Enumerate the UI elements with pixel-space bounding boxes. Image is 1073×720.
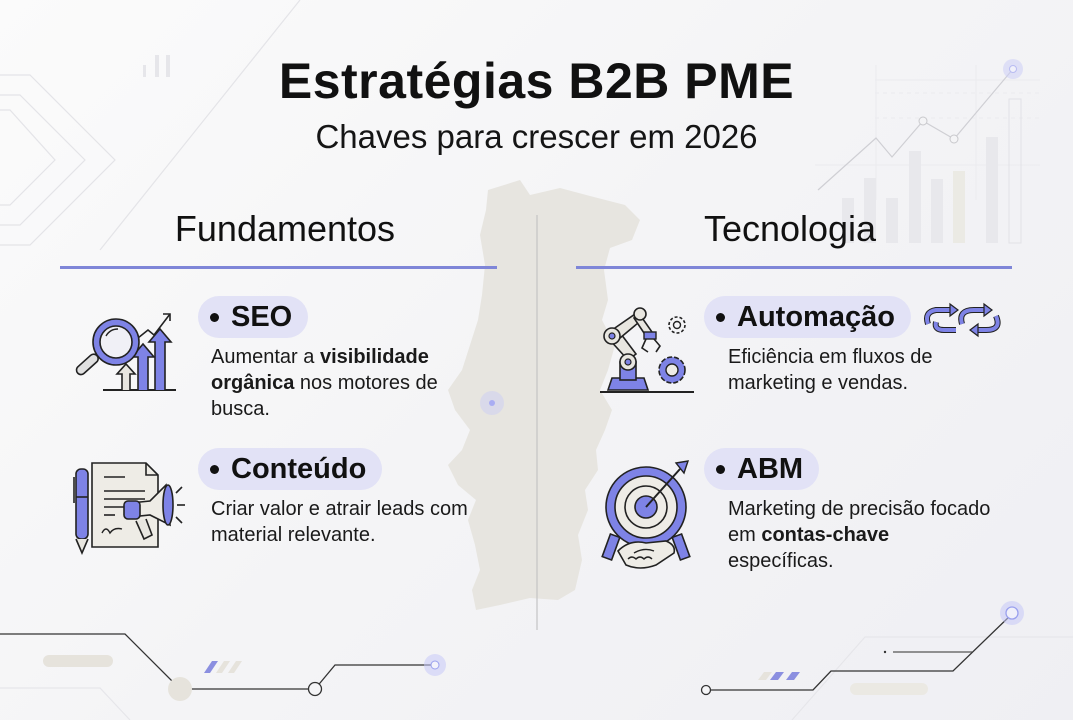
automacao-label: Automação bbox=[737, 300, 895, 333]
desc-text: Eficiência em fluxos de marketing e vend… bbox=[728, 346, 933, 394]
heading-rule-right bbox=[576, 266, 1012, 269]
conteudo-label-pill: Conteúdo bbox=[198, 448, 383, 490]
content-document-megaphone-icon bbox=[70, 455, 190, 560]
bullet-icon bbox=[210, 464, 219, 474]
automacao-label-pill: Automação bbox=[704, 296, 911, 338]
abm-description: Marketing de precisão focado em contas-c… bbox=[728, 496, 998, 574]
seo-magnifier-growth-icon bbox=[70, 302, 180, 402]
page-title: Estratégias B2B PME bbox=[278, 53, 795, 109]
seo-label-pill: SEO bbox=[198, 296, 309, 338]
heading-rule-left bbox=[60, 266, 497, 269]
column-heading-fundamentos: Fundamentos bbox=[174, 208, 396, 249]
portugal-map-silhouette bbox=[448, 180, 640, 610]
desc-text: Criar valor e atrair leads com material … bbox=[211, 498, 468, 546]
circuit-decoration-left bbox=[0, 633, 446, 720]
abm-label: ABM bbox=[737, 452, 804, 485]
bars-decoration-icon bbox=[143, 55, 170, 77]
bullet-icon bbox=[716, 464, 725, 474]
abm-target-handshake-icon bbox=[600, 455, 695, 578]
conteudo-label: Conteúdo bbox=[231, 452, 367, 485]
conteudo-description: Criar valor e atrair leads com material … bbox=[211, 496, 471, 548]
page-subtitle: Chaves para crescer em 2026 bbox=[315, 118, 758, 155]
desc-emphasis: visibilidade orgânica bbox=[211, 346, 429, 394]
column-heading-tecnologia: Tecnologia bbox=[703, 208, 877, 249]
bullet-icon bbox=[210, 312, 219, 322]
bullet-icon bbox=[716, 312, 725, 322]
desc-text: Aumentar a bbox=[211, 346, 320, 368]
abm-label-pill: ABM bbox=[704, 448, 820, 490]
chevron-decoration-icon bbox=[0, 0, 301, 251]
seo-label: SEO bbox=[231, 300, 293, 333]
seo-description: Aumentar a visibilidade orgânica nos mot… bbox=[211, 344, 471, 422]
automacao-description: Eficiência em fluxos de marketing e vend… bbox=[728, 344, 988, 396]
desc-text: Marketing de precisão focado em bbox=[728, 498, 991, 546]
desc-text: específicas. bbox=[728, 550, 834, 572]
desc-text: nos motores de busca. bbox=[211, 372, 438, 420]
sync-arrows-icon bbox=[922, 302, 1004, 343]
growth-chart-decoration bbox=[815, 59, 1040, 244]
desc-emphasis: contas-chave bbox=[761, 524, 890, 546]
circuit-decoration-right bbox=[700, 601, 1073, 720]
automation-robot-arm-icon bbox=[598, 300, 698, 400]
